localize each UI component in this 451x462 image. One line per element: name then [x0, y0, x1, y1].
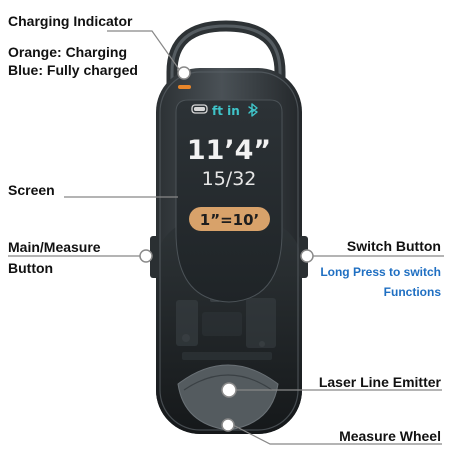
label-long-press-line2: Functions [383, 285, 441, 299]
main-measure-button-shape[interactable] [150, 236, 159, 278]
label-main-measure-line1: Main/Measure [8, 239, 101, 255]
bluetooth-icon [248, 103, 258, 117]
callout-wheel [230, 423, 442, 445]
label-screen: Screen [8, 182, 55, 198]
dot-charging [177, 66, 191, 80]
screen-panel [175, 99, 283, 303]
callout-dots [139, 66, 314, 432]
label-laser-line-emitter: Laser Line Emitter [318, 374, 441, 390]
scale-text: 1”=10’ [200, 211, 259, 229]
scale-badge [189, 207, 270, 231]
units-text: ft in [212, 104, 240, 118]
label-switch-button: Switch Button [346, 238, 441, 254]
battery-icon [191, 104, 208, 114]
label-blue-charged: Blue: Fully charged [8, 62, 138, 78]
dot-wheel [221, 418, 235, 432]
label-measure-wheel: Measure Wheel [339, 428, 441, 444]
charging-led [178, 85, 191, 89]
callout-charging [107, 30, 182, 73]
dot-laser [221, 382, 237, 398]
dot-main-button [139, 249, 153, 263]
measurement-main: 11’4” [187, 135, 271, 166]
label-charging-indicator: Charging Indicator [8, 13, 133, 29]
label-long-press-line1: Long Press to switch [320, 265, 441, 279]
measurement-fraction: 15/32 [202, 168, 257, 190]
dot-switch-button [300, 249, 314, 263]
label-orange-charging: Orange: Charging [8, 44, 128, 60]
label-main-measure-line2: Button [8, 260, 54, 276]
callout-lines [8, 30, 444, 445]
